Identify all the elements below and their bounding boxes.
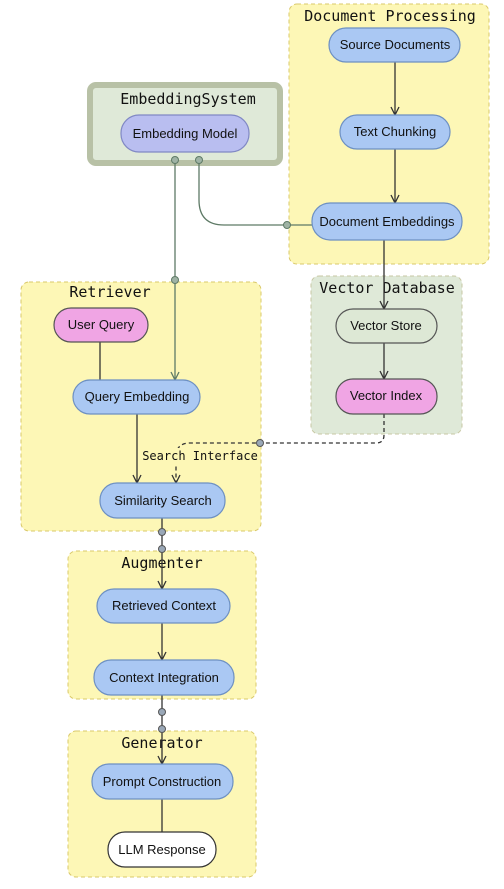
edge-port-dot — [158, 708, 166, 716]
cluster-title-embedding-system: EmbeddingSystem — [120, 90, 255, 108]
node-label: Vector Index — [350, 388, 423, 403]
edge-port-dot — [256, 439, 264, 447]
cluster-title-vector-database: Vector Database — [319, 279, 454, 297]
edge-label-search-interface: Search Interface — [142, 449, 258, 463]
node-label: Source Documents — [340, 37, 451, 52]
node-vector-store[interactable]: Vector Store — [335, 308, 438, 344]
edge-port-dot — [283, 221, 291, 229]
edge-port-dot — [171, 276, 179, 284]
node-text-chunking[interactable]: Text Chunking — [339, 114, 451, 150]
node-label: Vector Store — [350, 318, 422, 333]
node-label: Context Integration — [109, 670, 219, 685]
node-llm-response[interactable]: LLM Response — [107, 831, 217, 868]
node-label: Query Embedding — [85, 389, 190, 404]
node-label: Retrieved Context — [112, 598, 216, 613]
node-label: User Query — [68, 317, 135, 332]
edge-port-dot — [158, 528, 166, 536]
node-label: Embedding Model — [133, 126, 238, 141]
cluster-title-retriever: Retriever — [69, 283, 150, 301]
node-prompt-construction[interactable]: Prompt Construction — [91, 763, 234, 800]
node-user-query[interactable]: User Query — [53, 307, 149, 343]
edge-port-dot — [171, 156, 179, 164]
node-label: LLM Response — [118, 842, 205, 857]
edge-label-background — [146, 448, 254, 464]
edge-port-dot — [158, 725, 166, 733]
node-label: Text Chunking — [354, 124, 436, 139]
cluster-title-document-processing: Document Processing — [304, 7, 476, 25]
node-label: Similarity Search — [114, 493, 212, 508]
node-embedding-model[interactable]: Embedding Model — [120, 114, 250, 153]
edges: Search Interface — [99, 62, 395, 832]
node-vector-index[interactable]: Vector Index — [335, 378, 438, 415]
node-similarity-search[interactable]: Similarity Search — [99, 482, 226, 519]
node-label: Document Embeddings — [319, 214, 455, 229]
edge-model-to-document-embeddings — [198, 160, 312, 226]
node-context-integration[interactable]: Context Integration — [93, 659, 235, 696]
edge-port-dot — [158, 545, 166, 553]
node-source-documents[interactable]: Source Documents — [328, 27, 461, 63]
node-document-embeddings[interactable]: Document Embeddings — [311, 202, 463, 241]
node-retrieved-context[interactable]: Retrieved Context — [96, 588, 231, 624]
edge-port-dot — [195, 156, 203, 164]
node-query-embedding[interactable]: Query Embedding — [72, 379, 201, 415]
node-label: Prompt Construction — [103, 774, 222, 789]
